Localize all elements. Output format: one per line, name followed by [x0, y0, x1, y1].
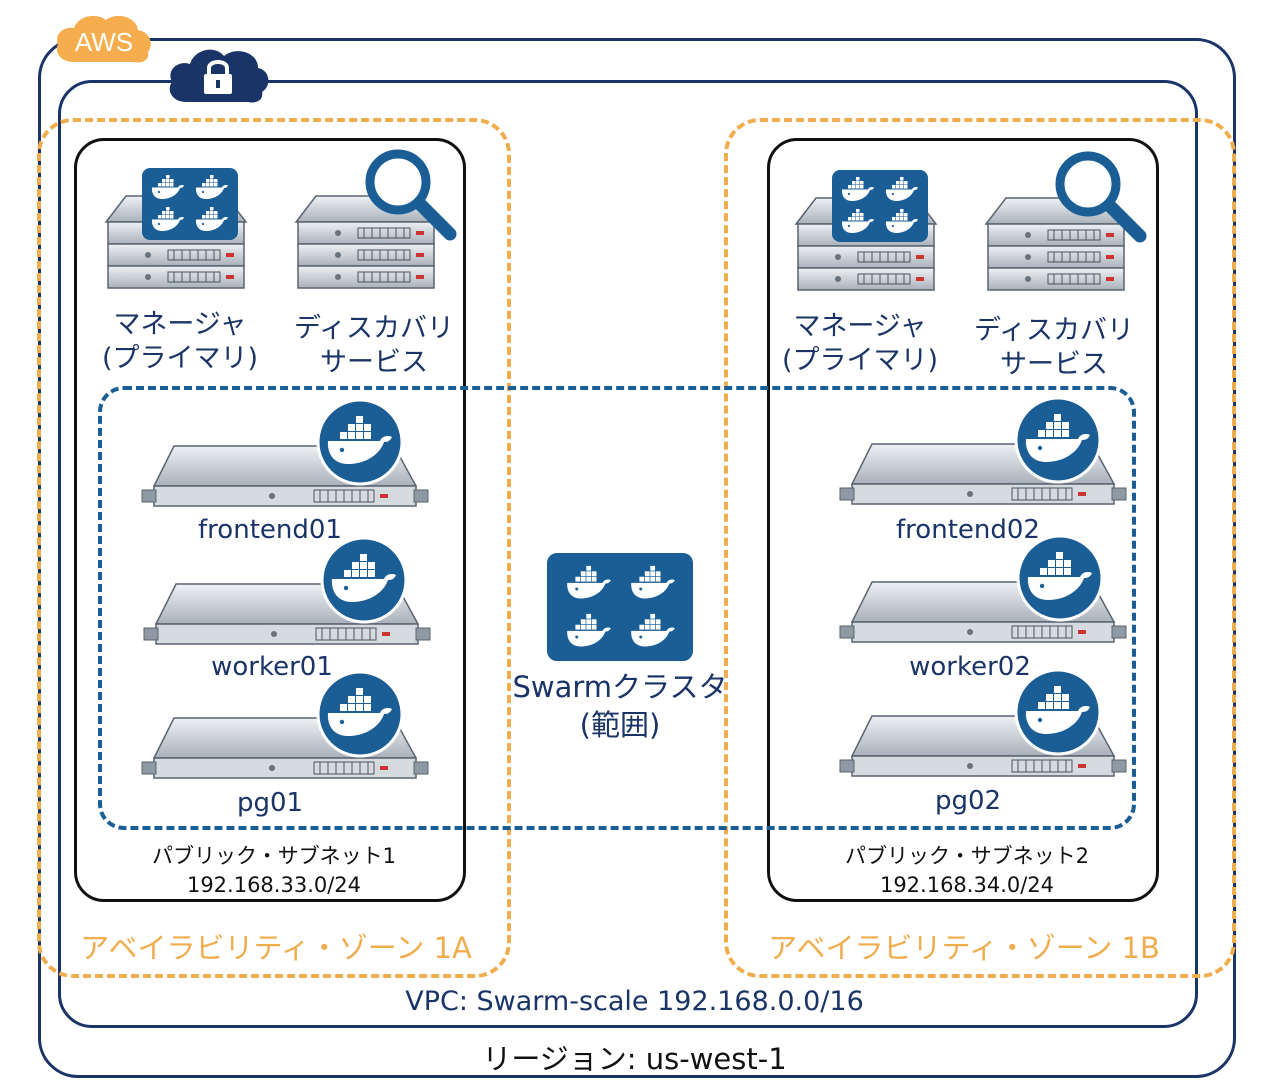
subnet-cidr-2: 192.168.34.0/24 [879, 873, 1055, 897]
az-label-1a: アベイラビリティ・ゾーン 1A [80, 931, 472, 965]
swarm-cluster-range [98, 386, 1136, 830]
subnet-name-2: パブリック・サブネット2 [845, 844, 1089, 868]
docker-whale-icon [1018, 536, 1102, 620]
manager-server-1 [106, 168, 256, 298]
docker-whale-icon [322, 538, 406, 622]
availability-zone-1a [37, 118, 511, 978]
manager-label-2: マネージャ (プライマリ) [770, 310, 950, 378]
discovery-line2: サービス [320, 347, 428, 378]
swarm-line2: (範囲) [579, 708, 661, 742]
vpc-boundary [58, 80, 1198, 1028]
discovery-server-1 [296, 150, 466, 298]
aws-label: AWS [75, 27, 133, 57]
frontend01-server [141, 400, 429, 507]
swarm-icon [142, 168, 238, 240]
discovery-label-1: ディスカバリ サービス [284, 312, 464, 380]
manager-label-1: マネージャ (プライマリ) [90, 308, 270, 376]
swarm-icon [832, 170, 928, 242]
node-label-frontend02: frontend02 [896, 515, 1040, 545]
node-label-pg02: pg02 [934, 786, 1002, 816]
discovery-server-2 [986, 152, 1156, 300]
az-label-1b: アベイラビリティ・ゾーン 1B [768, 931, 1160, 965]
docker-whale-icon [1016, 398, 1100, 482]
swarm-line1: Swarmクラスタ [512, 670, 728, 704]
subnet-name-1: パブリック・サブネット1 [152, 844, 396, 868]
aws-cloud-badge: AWS [56, 15, 151, 63]
public-subnet-1 [74, 138, 466, 902]
node-label-worker02: worker02 [909, 652, 1031, 682]
discovery-line2: サービス [1000, 349, 1108, 380]
region-label: リージョン: us-west-1 [482, 1042, 787, 1076]
node-label-frontend01: frontend01 [198, 515, 342, 545]
swarm-cluster-icon [547, 553, 693, 661]
swarm-cluster-label: Swarmクラスタ (範囲) [490, 668, 750, 744]
frontend02-server [839, 398, 1127, 505]
node-label-worker01: worker01 [211, 652, 333, 682]
manager-line2: (プライマリ) [781, 345, 939, 376]
discovery-line1: ディスカバリ [293, 313, 455, 344]
discovery-label-2: ディスカバリ サービス [964, 314, 1144, 382]
worker01-server [143, 538, 431, 645]
manager-server-2 [796, 170, 946, 300]
availability-zone-1b [724, 118, 1236, 978]
subnet-label-1: パブリック・サブネット1 192.168.33.0/24 [150, 842, 398, 900]
pg01-server [141, 672, 429, 779]
subnet-cidr-1: 192.168.33.0/24 [186, 873, 362, 897]
server-stack-icon [296, 196, 436, 288]
subnet-label-2: パブリック・サブネット2 192.168.34.0/24 [843, 842, 1091, 900]
manager-line1: マネージャ [793, 311, 927, 342]
server-stack-icon [986, 198, 1126, 290]
vpc-lock-badge [169, 49, 269, 103]
manager-line2: (プライマリ) [101, 343, 259, 374]
node-label-pg01: pg01 [236, 788, 304, 818]
worker02-server [839, 536, 1127, 643]
docker-whale-icon [318, 672, 402, 756]
docker-whale-icon [318, 400, 402, 484]
docker-whale-icon [1016, 670, 1100, 754]
manager-line1: マネージャ [113, 309, 247, 340]
vpc-label: VPC: Swarm-scale 192.168.0.0/16 [405, 986, 864, 1017]
discovery-line1: ディスカバリ [973, 315, 1135, 346]
lock-icon [204, 60, 232, 94]
public-subnet-2 [767, 138, 1159, 902]
pg02-server [839, 670, 1127, 777]
